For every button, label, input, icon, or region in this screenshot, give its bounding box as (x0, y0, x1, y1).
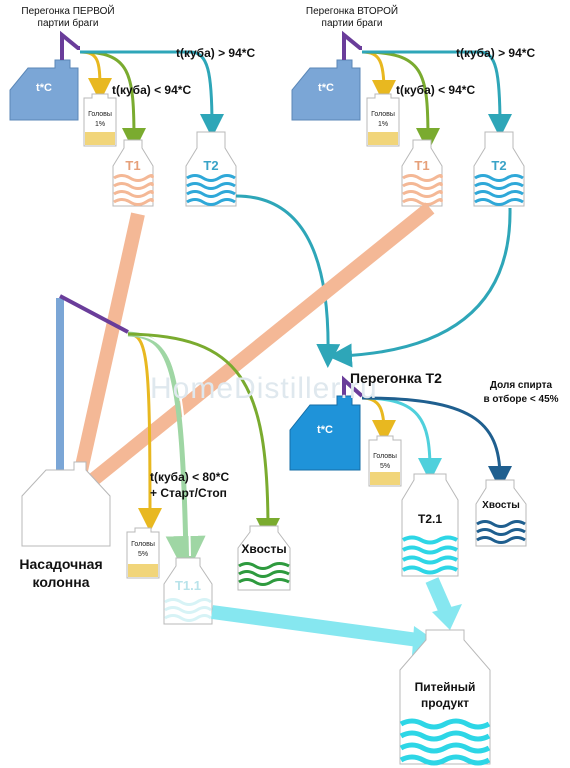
second-batch-still (291, 30, 525, 207)
second-batch-cond-low: t(куба) < 94*C (396, 83, 476, 97)
t2-flow-left (235, 194, 341, 368)
t21-to-product-flow (425, 577, 453, 615)
t2-run-tails-label: Хвосты (482, 500, 520, 511)
first-batch-heads-pct: 1% (94, 121, 106, 128)
column-t11-label: T1.1 (174, 578, 201, 593)
first-batch-cond-high: t(куба) > 94*C (176, 46, 256, 60)
column-cond-line1: t(куба) < 80*C (150, 470, 230, 484)
first-batch-still (9, 30, 237, 207)
t2-run-cube-temp: t*C (317, 424, 333, 436)
column-label-line2: колонна (32, 574, 90, 590)
column-cond-line2: + Старт/Стоп (150, 486, 227, 500)
t2-run-heads-pct: 5% (379, 463, 391, 470)
first-batch-heads-label: Головы (88, 111, 112, 118)
second-batch-heading: Перегонка ВТОРОЙ партии браги (305, 6, 399, 29)
t2-run-cond-line2: в отборе < 45% (483, 394, 559, 405)
t11-to-product-flow (211, 605, 419, 647)
t1-flow-left (71, 212, 145, 486)
t2-run-heads-label: Головы (373, 453, 397, 460)
column-heads-pct: 5% (137, 551, 149, 558)
product-label-line2: продукт (420, 696, 470, 710)
first-batch-t2-label: T2 (203, 158, 219, 173)
second-batch-heads-label: Головы (371, 111, 395, 118)
t2-run-heading: Перегонка Т2 (350, 370, 442, 386)
second-batch-heads-pct: 1% (377, 121, 389, 128)
product-bottle (399, 629, 491, 766)
second-batch-cube-temp: t*C (318, 82, 334, 94)
t2-flow-right (328, 207, 512, 368)
watermark: HomeDistiller.ru (150, 372, 378, 405)
second-batch-t1-label: T1 (414, 158, 430, 173)
column-heads-label: Головы (131, 541, 155, 548)
column-label-line1: Насадочная (19, 556, 103, 572)
t2-still (289, 375, 527, 577)
column-tails-label: Хвосты (241, 542, 287, 556)
t2-run-t21-label: T2.1 (417, 512, 442, 526)
product-label-line1: Питейный (414, 680, 476, 694)
second-batch-t2-label: T2 (491, 158, 507, 173)
first-batch-cond-low: t(куба) < 94*C (112, 83, 192, 97)
packed-column (21, 294, 291, 625)
first-batch-heading: Перегонка ПЕРВОЙ партии браги (21, 6, 115, 29)
first-batch-t1-label: T1 (125, 158, 141, 173)
t1-flow-right (83, 202, 435, 490)
second-batch-cond-high: t(куба) > 94*C (456, 46, 536, 60)
first-batch-cube-temp: t*C (36, 82, 52, 94)
t2-run-cond-line1: Доля спирта (489, 380, 553, 391)
